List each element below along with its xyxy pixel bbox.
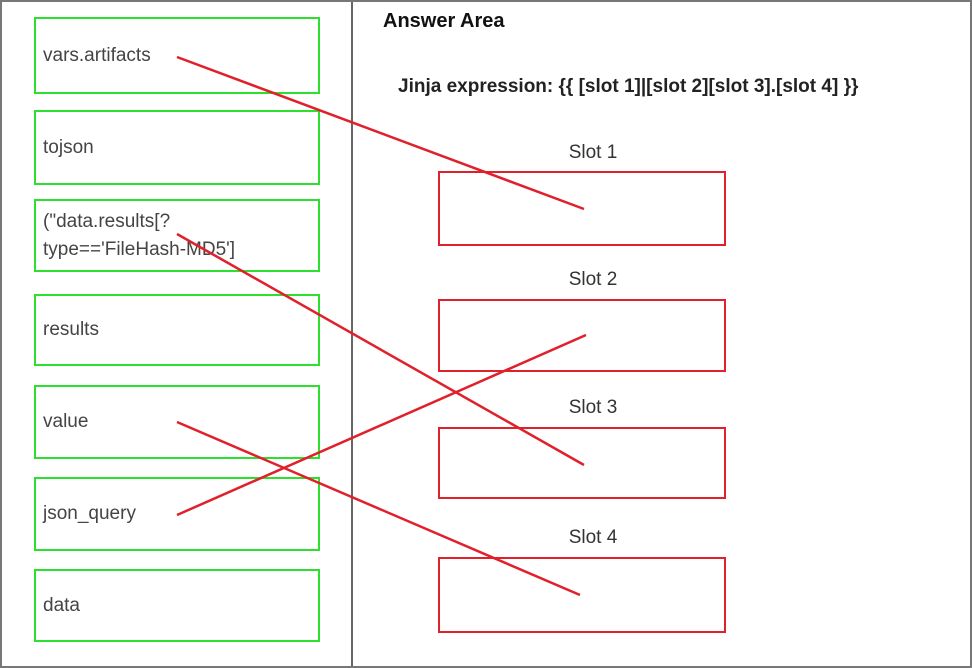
option-value[interactable]: value	[34, 385, 320, 459]
slot-4-label: Slot 4	[568, 527, 618, 548]
slot-2-dropzone[interactable]	[438, 299, 726, 372]
answer-area-title: Answer Area	[383, 10, 505, 32]
jinja-expression: Jinja expression: {{ [slot 1]|[slot 2][s…	[398, 76, 859, 97]
slot-1-dropzone[interactable]	[438, 171, 726, 246]
option-data-results-query[interactable]: ("data.results[? type=='FileHash-MD5']	[34, 199, 320, 272]
slot-2-label: Slot 2	[568, 269, 618, 290]
option-json-query[interactable]: json_query	[34, 477, 320, 551]
option-data[interactable]: data	[34, 569, 320, 642]
option-tojson[interactable]: tojson	[34, 110, 320, 185]
option-vars-artifacts[interactable]: vars.artifacts	[34, 17, 320, 94]
slot-4-dropzone[interactable]	[438, 557, 726, 633]
option-results[interactable]: results	[34, 294, 320, 366]
slot-3-label: Slot 3	[568, 397, 618, 418]
slot-3-dropzone[interactable]	[438, 427, 726, 499]
slot-1-label: Slot 1	[568, 142, 618, 163]
divider	[351, 2, 353, 666]
